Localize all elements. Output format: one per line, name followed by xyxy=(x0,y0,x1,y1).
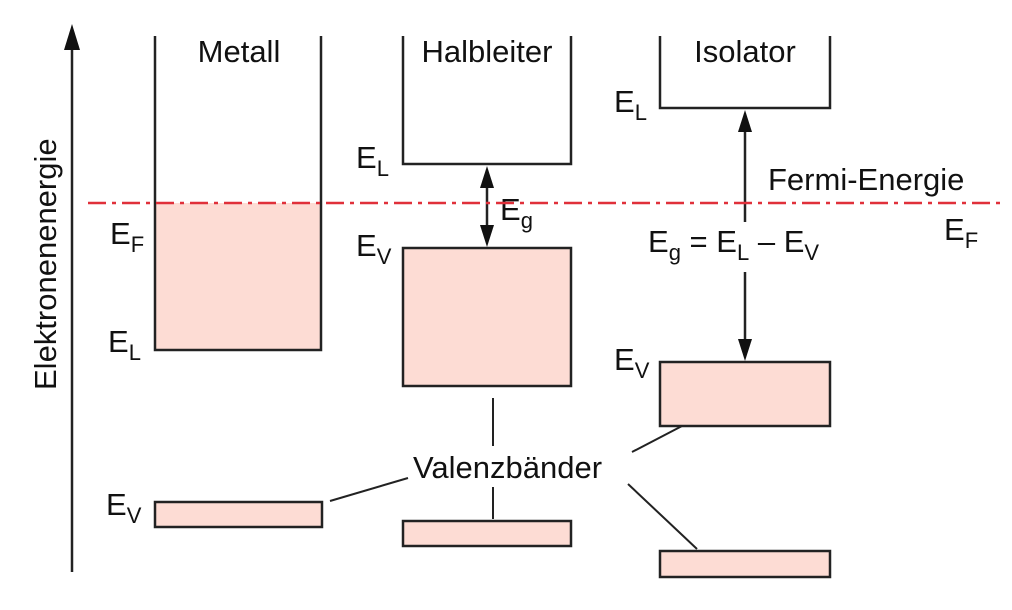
insulator-conduction-band xyxy=(658,36,832,110)
valence-label: Valenzbänder xyxy=(413,450,602,485)
leader-insulator-upper xyxy=(631,425,683,453)
semiconductor-column: Halbleiter EL EV Eg xyxy=(356,34,573,548)
semi-gap-arrowhead-bottom xyxy=(480,225,494,247)
metal-ev-label: EV xyxy=(106,487,142,528)
semi-conduction-band xyxy=(401,36,573,166)
insulator-valence-band-upper xyxy=(658,360,832,428)
metal-el-label: EL xyxy=(108,324,141,365)
leader-insulator-lower xyxy=(627,483,698,550)
fermi-label: Fermi-Energie xyxy=(768,162,964,197)
fermi-level: Fermi-Energie EF xyxy=(88,162,1000,253)
fermi-ef-label: EF xyxy=(944,212,978,253)
insulator-gap-arrowhead-top xyxy=(738,110,752,132)
axis-label: Elektronenenergie xyxy=(28,138,63,390)
metal-column: Metall EF EL EV xyxy=(106,34,324,529)
leader-metal xyxy=(329,477,409,502)
axis-arrowhead xyxy=(64,24,80,50)
insulator-title: Isolator xyxy=(694,34,796,69)
metal-band-outline xyxy=(153,36,323,352)
metal-ef-label: EF xyxy=(110,216,144,257)
metal-title: Metall xyxy=(198,34,281,69)
metal-filled-band xyxy=(155,203,321,350)
metal-valence-band xyxy=(153,500,324,529)
insulator-gap-arrowhead-bottom xyxy=(738,339,752,361)
valence-callout: Valenzbänder xyxy=(329,398,698,550)
insulator-el-label: EL xyxy=(614,84,647,125)
insulator-column: Isolator EL Eg = EL – EV EV xyxy=(614,34,832,579)
insulator-valence-band-lower xyxy=(658,549,832,579)
semi-title: Halbleiter xyxy=(422,34,553,69)
semi-valence-band-upper xyxy=(401,246,573,388)
insulator-gap-formula: Eg = EL – EV xyxy=(648,224,819,265)
semi-el-label: EL xyxy=(356,140,389,181)
semi-eg-label: Eg xyxy=(500,192,533,233)
energy-axis: Elektronenenergie xyxy=(28,24,80,572)
insulator-ev-label: EV xyxy=(614,342,650,383)
semi-valence-band-lower xyxy=(401,519,573,548)
semi-ev-label: EV xyxy=(356,228,392,269)
semi-gap-arrowhead-top xyxy=(480,166,494,188)
